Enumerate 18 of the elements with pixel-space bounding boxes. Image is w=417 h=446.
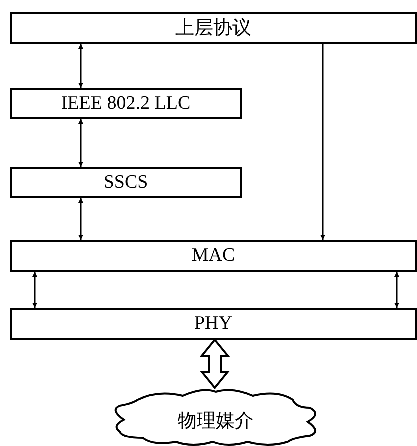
arrow (394, 272, 400, 308)
arrow (78, 119, 84, 167)
arrow (78, 198, 84, 240)
layer-box (10, 308, 417, 340)
layer-label: SSCS (104, 172, 148, 194)
arrow (78, 44, 84, 88)
layer-box (10, 167, 242, 198)
layer-label: MAC (192, 245, 236, 267)
layer-label: 上层协议 (176, 17, 252, 41)
layer-label: IEEE 802.2 LLC (61, 92, 191, 114)
arrow (32, 272, 38, 308)
layer-box (10, 12, 417, 44)
arrow (320, 44, 326, 240)
layer-box (10, 88, 242, 119)
layer-label: PHY (194, 313, 232, 335)
cloud-label: 物理媒介 (178, 410, 254, 434)
layer-box (10, 240, 417, 272)
hollow-arrow (200, 338, 230, 390)
